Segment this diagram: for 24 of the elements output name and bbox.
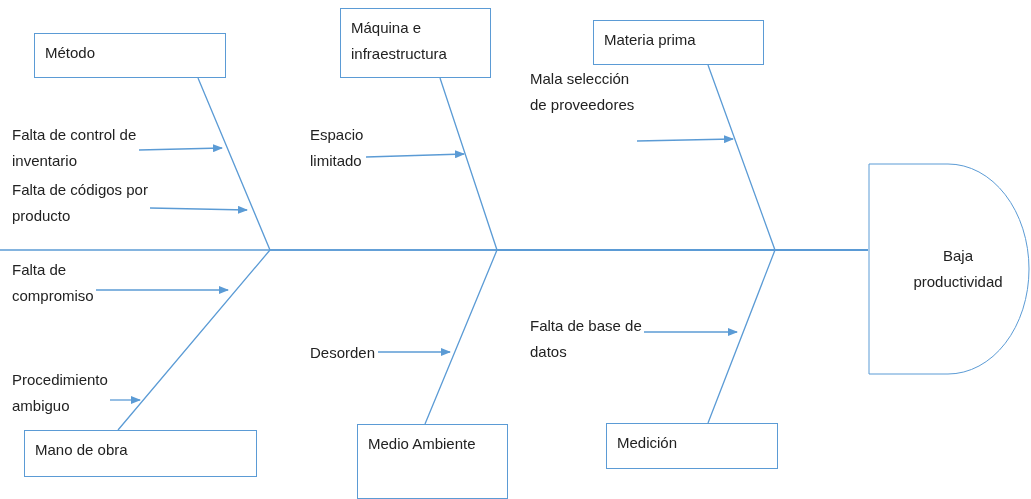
category-box: Método bbox=[34, 33, 226, 78]
arrow bbox=[643, 328, 738, 336]
cause-label: Mala selección de proveedores bbox=[530, 66, 636, 118]
category-box: Mano de obra bbox=[24, 430, 257, 477]
arrow bbox=[365, 150, 465, 159]
bone-line bbox=[707, 249, 869, 424]
arrow bbox=[636, 135, 734, 144]
arrow bbox=[109, 396, 141, 404]
category-box: Medio Ambiente bbox=[357, 424, 508, 499]
problem-label: Baja productividad bbox=[912, 246, 1004, 292]
category-box: Máquina e infraestructura bbox=[340, 8, 491, 78]
arrow bbox=[377, 348, 451, 356]
category-box: Medición bbox=[606, 423, 778, 469]
cause-label: Espacio limitado bbox=[310, 122, 365, 174]
cause-label: Desorden bbox=[310, 340, 377, 366]
cause-label: Falta de compromiso bbox=[12, 257, 95, 309]
cause-label: Falta de control de inventario bbox=[12, 122, 138, 174]
arrow bbox=[138, 144, 223, 153]
cause-label: Falta de base de datos bbox=[530, 313, 643, 365]
category-box: Materia prima bbox=[593, 20, 764, 65]
cause-label: Procedimiento ambiguo bbox=[12, 367, 109, 419]
cause-label: Falta de códigos por producto bbox=[12, 177, 149, 229]
arrow bbox=[95, 286, 229, 294]
arrow bbox=[149, 205, 248, 214]
